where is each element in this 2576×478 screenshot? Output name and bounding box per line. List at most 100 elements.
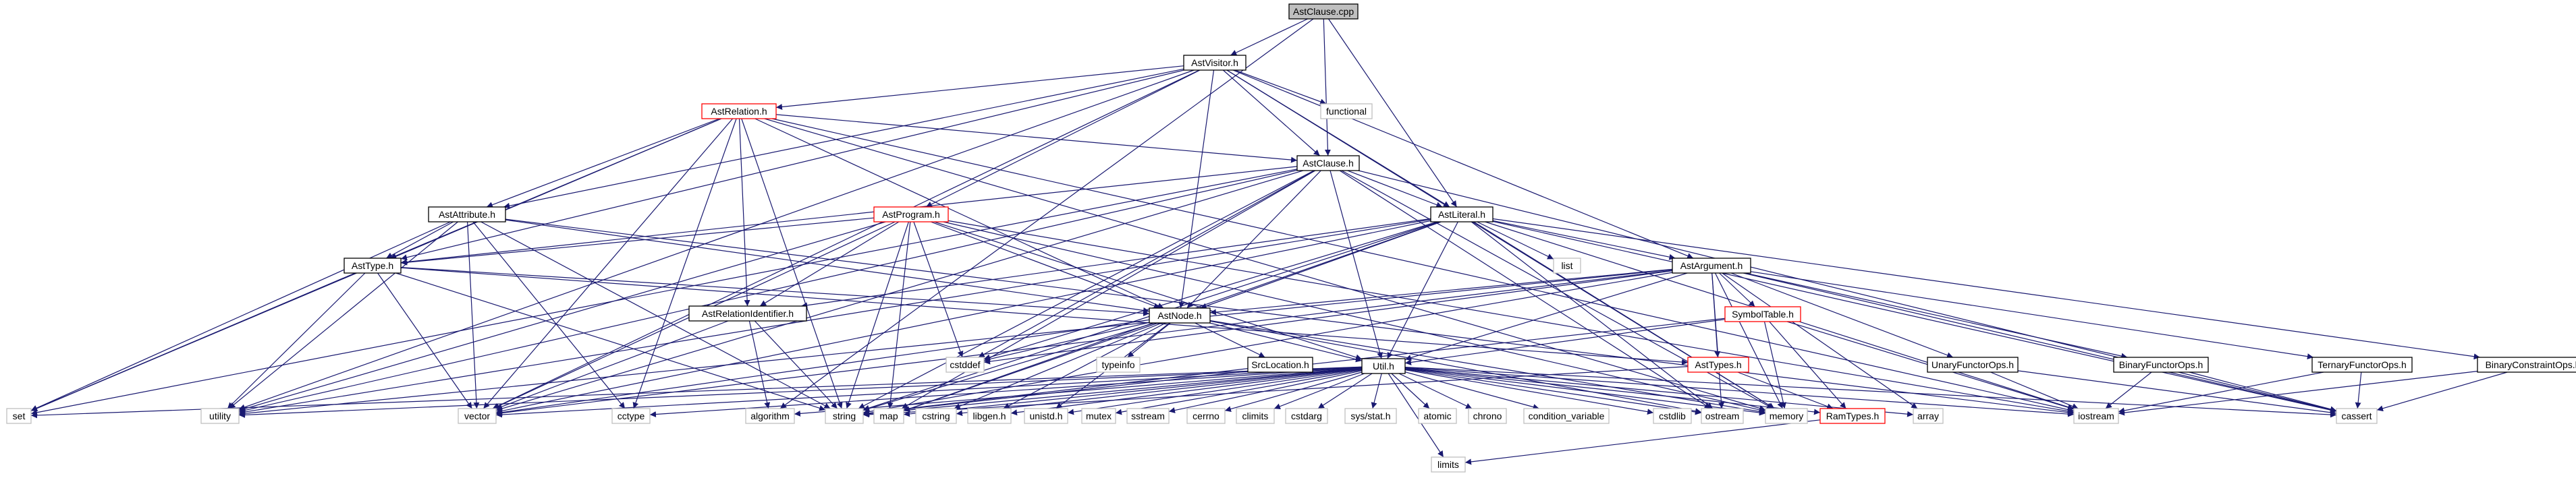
node-box-algorithm <box>745 408 795 424</box>
node-label-map: map <box>879 411 898 421</box>
edge-astargument_h-to-astnode_h <box>1209 268 1673 316</box>
edge-astvisitor_h-to-utility <box>238 69 1195 411</box>
node-astnode_h[interactable]: AstNode.h <box>1149 307 1211 324</box>
edge-asttype_h-to-vector <box>377 272 472 409</box>
node-label-mutex: mutex <box>1086 411 1112 421</box>
edge-util_h-to-iostream <box>1404 367 2075 417</box>
edge-astattribute_h-to-vector <box>467 221 480 409</box>
edge-astargument_h-to-string <box>862 272 1673 415</box>
node-box-astargument_h <box>1672 258 1751 274</box>
node-cstdlib: cstdlib <box>1653 408 1692 424</box>
node-box-binaryfunctorops_h <box>2113 357 2209 373</box>
edge-astargument_h-to-ternaryfunctorops_h <box>1750 271 2313 360</box>
edge-astliteral_h-to-vector <box>495 220 1431 414</box>
edge-astprogram_h-to-map <box>887 221 911 409</box>
node-astprogram_h[interactable]: AstProgram.h <box>873 206 949 222</box>
node-astclause_cpp[interactable]: AstClause.cpp <box>1288 3 1359 20</box>
node-label-ostream: ostream <box>1705 411 1740 421</box>
edge-util_h-to-chrono <box>1398 373 1473 409</box>
node-memory: memory <box>1765 408 1808 424</box>
edge-astliteral_h-to-astrelationidentifier_h <box>801 218 1431 309</box>
edge-astvisitor_h-to-astargument_h <box>1232 69 1694 259</box>
node-box-unistd_h <box>1024 408 1068 424</box>
edge-asttype_h-to-utility <box>227 272 366 409</box>
node-label-util_h: Util.h <box>1373 361 1394 371</box>
node-unistd_h: unistd.h <box>1024 408 1068 424</box>
node-condition_variable: condition_variable <box>1523 408 1610 424</box>
node-astrelationidentifier_h[interactable]: AstRelationIdentifier.h <box>688 305 807 322</box>
node-label-srclocation_h: SrcLocation.h <box>1251 359 1309 370</box>
edge-astargument_h-to-symboltable_h <box>1719 272 1755 307</box>
node-label-array: array <box>1917 411 1939 421</box>
edge-binaryconstraintops_h-to-cassert <box>2376 371 2508 412</box>
node-string: string <box>825 408 864 424</box>
edge-binaryconstraintops_h-to-iostream <box>2118 371 2478 416</box>
node-ternaryfunctorops_h[interactable]: TernaryFunctorOps.h <box>2311 357 2413 373</box>
node-chrono: chrono <box>1468 408 1507 424</box>
node-box-ternaryfunctorops_h <box>2311 357 2413 373</box>
edge-astclause_h-to-astliteral_h <box>1347 170 1443 208</box>
node-unaryfunctorops_h[interactable]: UnaryFunctorOps.h <box>1927 357 2019 373</box>
node-label-cerrno: cerrno <box>1193 411 1220 421</box>
node-box-astattribute_h <box>428 206 506 222</box>
edge-astnode_h-to-vector <box>495 319 1150 416</box>
node-ramtypes_h[interactable]: RamTypes.h <box>1819 408 1886 424</box>
node-box-list <box>1553 258 1581 274</box>
node-box-cstdarg <box>1285 408 1328 424</box>
edge-util_h-to-memory <box>1404 368 1766 416</box>
edge-util_h-to-set <box>30 366 1363 419</box>
node-asttype_h[interactable]: AstType.h <box>344 258 402 274</box>
node-binaryconstraintops_h[interactable]: BinaryConstraintOps.h <box>2477 357 2576 373</box>
edge-astclause_h-to-memory <box>1341 170 1774 409</box>
node-astrelation_h[interactable]: AstRelation.h <box>701 103 777 119</box>
edge-astprogram_h-to-asttype_h <box>400 217 875 266</box>
edge-astliteral_h-to-cassert <box>1492 220 2337 413</box>
node-box-condition_variable <box>1523 408 1610 424</box>
node-label-symboltable_h: SymbolTable.h <box>1732 309 1794 320</box>
edge-astclause_h-to-astnode_h <box>1186 170 1321 309</box>
edge-astprogram_h-to-cstddef <box>913 221 964 358</box>
node-box-mutex <box>1081 408 1116 424</box>
node-box-unaryfunctorops_h <box>1927 357 2019 373</box>
node-label-cstdarg: cstdarg <box>1291 411 1322 421</box>
node-astargument_h[interactable]: AstArgument.h <box>1672 258 1751 274</box>
node-label-cassert: cassert <box>2341 411 2372 421</box>
node-astclause_h[interactable]: AstClause.h <box>1296 155 1360 171</box>
node-label-unaryfunctorops_h: UnaryFunctorOps.h <box>1931 359 2014 370</box>
node-astliteral_h[interactable]: AstLiteral.h <box>1430 206 1493 222</box>
node-label-astvisitor_h: AstVisitor.h <box>1191 57 1238 68</box>
node-binaryfunctorops_h[interactable]: BinaryFunctorOps.h <box>2113 357 2209 373</box>
node-climits: climits <box>1236 408 1275 424</box>
node-label-vector: vector <box>464 411 490 421</box>
node-cstdarg: cstdarg <box>1285 408 1328 424</box>
node-functional: functional <box>1320 103 1373 119</box>
edge-astnode_h-to-cstddef <box>983 322 1150 362</box>
node-label-cstddef: cstddef <box>950 359 980 370</box>
nodes-layer: AstClause.cppAstVisitor.hfunctionalAstRe… <box>6 3 2576 473</box>
node-box-astclause_cpp <box>1288 3 1359 20</box>
edge-util_h-to-vector <box>495 367 1363 418</box>
node-box-astrelationidentifier_h <box>688 305 807 322</box>
node-label-cctype: cctype <box>618 411 645 421</box>
node-symboltable_h[interactable]: SymbolTable.h <box>1724 306 1801 322</box>
node-box-utility <box>200 408 240 424</box>
node-sstream: sstream <box>1126 408 1170 424</box>
node-astattribute_h[interactable]: AstAttribute.h <box>428 206 506 222</box>
node-box-sstream <box>1126 408 1170 424</box>
node-asttypes_h[interactable]: AstTypes.h <box>1687 357 1749 373</box>
node-astvisitor_h[interactable]: AstVisitor.h <box>1183 55 1246 71</box>
node-box-set <box>6 408 32 424</box>
edge-astvisitor_h-to-astclause_h <box>1223 69 1320 156</box>
edge-util_h-to-cstring <box>956 368 1363 417</box>
node-list: list <box>1553 258 1581 274</box>
edge-util_h-to-condition_variable <box>1404 371 1539 410</box>
node-cassert: cassert <box>2336 408 2378 424</box>
edge-util_h-to-climits <box>1273 373 1365 410</box>
node-label-climits: climits <box>1242 411 1269 421</box>
edge-astargument_h-to-array <box>1722 272 1918 409</box>
edge-astattribute_h-to-asttype_h <box>386 221 454 259</box>
node-box-cstddef <box>946 357 985 373</box>
node-box-chrono <box>1468 408 1507 424</box>
node-util_h[interactable]: Util.h <box>1361 358 1406 374</box>
node-srclocation_h[interactable]: SrcLocation.h <box>1247 357 1313 373</box>
